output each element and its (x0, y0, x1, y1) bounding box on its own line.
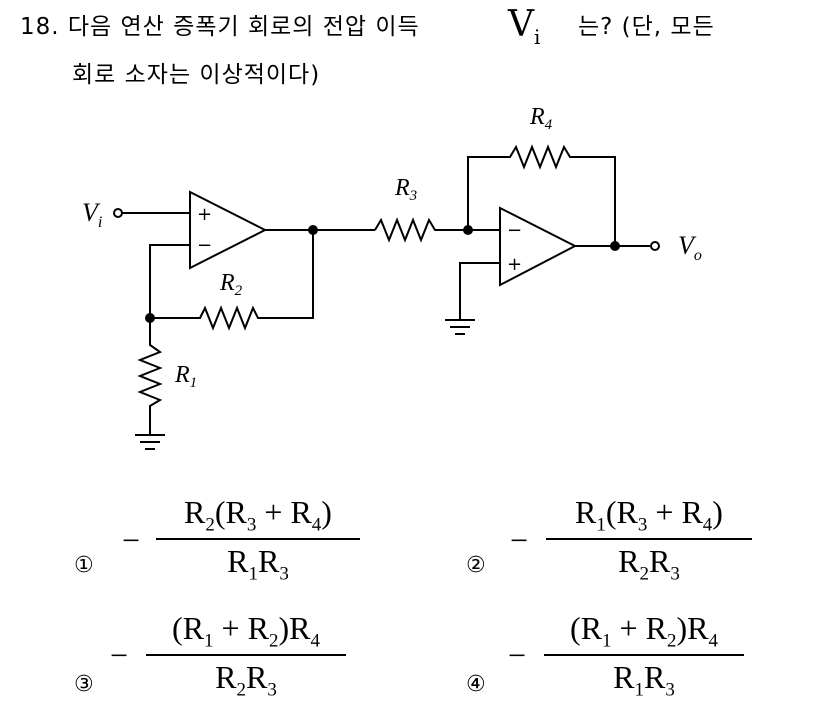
junction-dot (463, 225, 473, 235)
output-terminal (650, 241, 660, 251)
choice-4-mark[interactable]: ④ (466, 672, 486, 697)
choice-2-fraction[interactable]: R1(R3 + R4) R2R3 (546, 494, 752, 586)
choice-4-denominator: R1R3 (613, 659, 675, 701)
fraction-bar (146, 654, 346, 657)
choice-2-mark[interactable]: ② (466, 553, 486, 578)
choice-1-denominator: R1R3 (227, 543, 289, 585)
question-text-end: 는? (단, 모든 (578, 14, 715, 40)
fraction-bar (544, 654, 744, 657)
choice-3-mark[interactable]: ③ (74, 672, 94, 697)
choice-1-numerator: R2(R3 + R4) (184, 494, 332, 536)
choice-3-denominator: R2R3 (215, 659, 277, 701)
input-label: Vi (82, 198, 102, 231)
junction-dot (610, 241, 620, 251)
r1-label: R1 (174, 362, 197, 391)
opamp1-plus: + (197, 204, 212, 225)
choice-4-sign: − (508, 637, 527, 673)
choice-4-numerator: (R1 + R2)R4 (570, 610, 718, 652)
choice-3-fraction[interactable]: (R1 + R2)R4 R2R3 (146, 610, 346, 702)
opamp2-minus: − (507, 220, 522, 241)
gain-denominator: Vi (508, 4, 541, 50)
r2-label: R2 (219, 270, 243, 299)
choice-1-mark[interactable]: ① (74, 553, 94, 578)
choice-4-fraction[interactable]: (R1 + R2)R4 R1R3 (544, 610, 744, 702)
resistor-r3 (374, 217, 468, 243)
question-line-2: 회로 소자는 이상적이다) (72, 62, 321, 88)
fraction-bar (156, 538, 360, 541)
resistor-r4 (467, 144, 616, 246)
choice-3-numerator: (R1 + R2)R4 (172, 610, 320, 652)
choice-2-sign: − (510, 522, 529, 558)
choice-2-numerator: R1(R3 + R4) (575, 494, 723, 536)
junction-dot (145, 313, 155, 323)
choice-3-sign: − (110, 637, 129, 673)
op-amp-1 (189, 190, 268, 270)
output-label: Vo (678, 231, 702, 264)
voltage-gain-symbol: Vo Vi (508, 4, 540, 49)
resistor-r2 (150, 230, 314, 331)
choice-1-fraction[interactable]: R2(R3 + R4) R1R3 (156, 494, 360, 586)
r3-label: R3 (394, 175, 417, 204)
junction-dot (308, 225, 318, 235)
op-amp-2 (499, 206, 578, 287)
input-terminal (113, 208, 123, 218)
choice-1-sign: − (122, 522, 141, 558)
opamp1-minus: − (197, 235, 212, 256)
ground-1 (135, 434, 165, 450)
ground-2 (445, 319, 475, 335)
fraction-bar (546, 538, 752, 541)
opamp2-plus: + (507, 254, 522, 275)
question-number: 18. (20, 14, 60, 40)
resistor-r1 (137, 318, 163, 435)
question-line-1: 18. 다음 연산 증폭기 회로의 전압 이득 (20, 16, 420, 39)
choice-2-denominator: R2R3 (618, 543, 680, 585)
r4-label: R4 (529, 104, 553, 133)
question-text-start: 다음 연산 증폭기 회로의 전압 이득 (67, 14, 420, 40)
